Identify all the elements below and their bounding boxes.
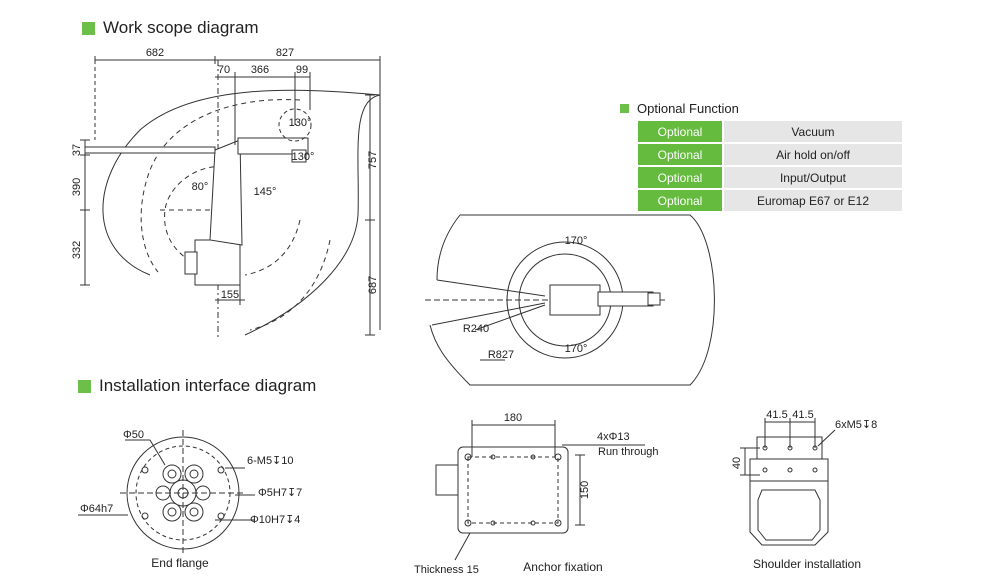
- label-6xm5: 6xM5↧8: [835, 419, 877, 431]
- shoulder-caption: Shoulder installation: [753, 557, 861, 571]
- label-run-through: Run through: [598, 446, 659, 458]
- angle-145: 145°: [254, 186, 277, 198]
- label-phi10h7: Φ10H7↧4: [250, 514, 300, 526]
- lower-dashed-2: [244, 219, 301, 276]
- dim-150: 150: [579, 481, 591, 499]
- anchor-labels: 180 4xΦ13 Run through 150 Thickness 15 A…: [414, 412, 659, 576]
- dim-37: 37: [71, 144, 83, 156]
- radius-827: R827: [488, 349, 514, 361]
- end-flange-labels: Φ50 6-M5↧10 Φ5H7↧7 Φ64h7 Φ10H7↧4 End fla…: [80, 429, 302, 570]
- top-view-arm: [549, 284, 601, 316]
- angle-130-upper: 130°: [289, 117, 312, 129]
- angle-130-lower: 130°: [292, 151, 315, 163]
- side-view-drawing: [80, 56, 381, 340]
- label-phi64: Φ64h7: [80, 503, 113, 515]
- option-key: Optional: [638, 190, 724, 211]
- label-thickness: Thickness 15: [414, 564, 479, 576]
- label-phi5h7: Φ5H7↧7: [258, 487, 302, 499]
- optional-function-title-text: Optional Function: [637, 101, 739, 116]
- dim-99: 99: [296, 64, 308, 76]
- angle-170-bottom: 170°: [565, 343, 588, 355]
- dim-827: 827: [276, 47, 294, 59]
- lower-dashed: [249, 239, 331, 331]
- outer-reach-right: [244, 94, 381, 336]
- robot-arm-upper: [237, 137, 309, 155]
- dim-155: 155: [221, 289, 239, 301]
- side-view-labels: 682 827 70 366 99 37 390 332 757 687 155…: [71, 47, 379, 301]
- end-flange-drawing: [78, 430, 255, 555]
- top-view-labels: 170° 170° R240 R827: [463, 235, 588, 361]
- dim-180: 180: [504, 412, 522, 424]
- option-key: Optional: [638, 167, 724, 188]
- dim-332: 332: [71, 241, 83, 259]
- dim-41-5-left: 41.5: [766, 409, 787, 421]
- option-key: Optional: [638, 121, 724, 142]
- anchor-drawing: [435, 420, 645, 561]
- green-square-icon: [78, 379, 91, 393]
- dim-682: 682: [146, 47, 164, 59]
- outer-reach-r827: [429, 214, 715, 386]
- label-phi50: Φ50: [123, 429, 144, 441]
- option-value: Air hold on/off: [724, 144, 902, 165]
- inner-reach-dashed: [140, 99, 301, 273]
- dim-41-5-right: 41.5: [792, 409, 813, 421]
- end-flange-caption: End flange: [151, 556, 209, 570]
- option-value: Euromap E67 or E12: [724, 190, 902, 211]
- anchor-caption: Anchor fixation: [523, 560, 602, 574]
- label-4xphi13: 4xΦ13: [597, 431, 630, 443]
- angle-80: 80°: [192, 181, 209, 193]
- outer-reach-arc: [102, 89, 381, 276]
- dim-757: 757: [367, 151, 379, 169]
- option-value: Vacuum: [724, 121, 902, 142]
- top-view-drawing: [425, 214, 715, 386]
- robot-base: [194, 239, 241, 286]
- work-scope-title-text: Work scope diagram: [103, 18, 259, 37]
- green-square-icon: [620, 104, 629, 113]
- installation-title-text: Installation interface diagram: [99, 376, 317, 395]
- dim-40: 40: [731, 457, 743, 469]
- option-value: Input/Output: [724, 167, 902, 188]
- radius-240: R240: [463, 323, 489, 335]
- shoulder-drawing: [740, 418, 836, 546]
- dim-366: 366: [251, 64, 269, 76]
- shoulder-labels: 41.5 41.5 6xM5↧8 40 Shoulder installatio…: [731, 409, 877, 571]
- dim-70: 70: [218, 64, 230, 76]
- robot-wrist: [291, 149, 307, 163]
- dim-687: 687: [367, 276, 379, 294]
- installation-title: Installation interface diagram: [78, 376, 316, 396]
- dim-390: 390: [71, 178, 83, 196]
- label-m5: 6-M5↧10: [247, 455, 294, 467]
- robot-arm-lower: [209, 139, 243, 246]
- work-scope-title: Work scope diagram: [82, 18, 259, 38]
- optional-function-title: Optional Function: [620, 101, 739, 116]
- green-square-icon: [82, 21, 95, 35]
- angle-170-top: 170°: [565, 235, 588, 247]
- option-key: Optional: [638, 144, 724, 165]
